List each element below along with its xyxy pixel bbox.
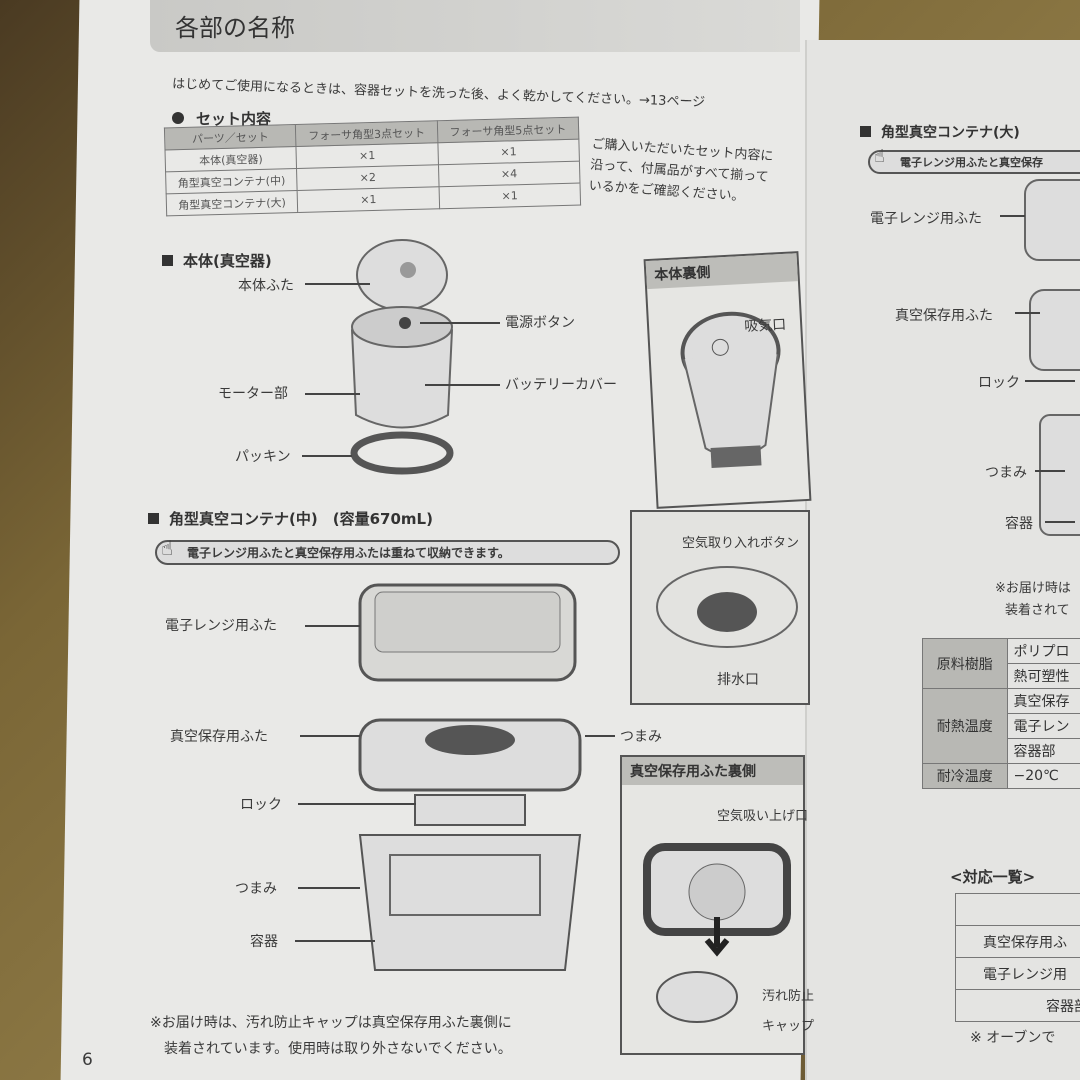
medium-heading-text: 角型真空コンテナ(中) (容量670mL) [169,510,433,528]
spec-label: 原料樹脂 [922,638,1008,689]
body-back-box: 本体裏側 吸気口 [643,251,812,509]
vacuum-device-illustration [350,239,454,475]
label-large-vacuum-lid: 真空保存用ふた [895,308,993,324]
large-container-illustration [1024,179,1080,536]
spec-value: ポリプロ [1006,638,1080,664]
table-row: 耐冷温度−20℃ [922,763,1080,789]
spec-value: 熱可塑性 [1006,663,1080,689]
label-microwave-lid: 電子レンジ用ふた [165,618,277,634]
section-header: 各部の名称 [150,0,800,52]
compat-heading: <対応一覧> [950,868,1036,886]
medium-hint-text: 電子レンジ用ふたと真空保存用ふたは重ねて収納できます。 [187,546,510,560]
label-cap-1: 汚れ防止 [762,989,815,1004]
large-heading-text: 角型真空コンテナ(大) [881,125,1020,141]
label-knob-container: つまみ [235,881,277,897]
table-cell: 真空保存用ふ [955,925,1080,958]
body-back-title: 本体裏側 [645,253,798,290]
table-cell: 電子レンジ用 [955,957,1080,990]
label-air-button: 空気取り入れボタン [682,536,800,551]
table-cell: ×1 [297,186,440,213]
label-container: 容器 [250,934,278,950]
table-cell: ×1 [438,183,581,209]
table-row: 真空保存用ふ [955,925,1080,958]
table-cell: 角型真空コンテナ(大) [166,190,299,216]
table-cell: 容器部 [955,989,1080,1022]
spec-value: 容器部 [1006,738,1080,764]
label-suction: 空気吸い上げ口 [717,809,809,824]
table-cell [955,893,1080,926]
lid-underside-illustration [643,843,791,1023]
large-hint-text: 電子レンジ用ふたと真空保存 [900,156,1043,169]
table-row [955,893,1080,926]
body-heading: 本体(真空器) [162,250,272,271]
label-cap-2: キャップ [762,1019,815,1034]
label-vacuum-lid: 真空保存用ふた [170,729,268,745]
air-button-illustration [656,566,798,648]
air-button-box: 空気取り入れボタン 排水口 [630,510,810,705]
table-row: 熱可塑性 [923,663,1080,689]
set-contents-table: パーツ／セットフォーサ角型3点セットフォーサ角型5点セット 本体(真空器)×1×… [164,117,581,217]
label-large-microwave-lid: 電子レンジ用ふた [870,211,982,227]
footnote-line: 装着されて [1005,603,1070,618]
spec-table: 原料樹脂ポリプロ 熱可塑性 耐熱温度真空保存 電子レン 容器部 耐冷温度−20℃ [922,638,1080,789]
lid-underside-title: 真空保存用ふた裏側 [622,757,803,785]
table-row: 容器部 [955,989,1080,1022]
label-intake: 吸気口 [743,316,787,336]
page-title: 各部の名称 [175,14,295,42]
label-body-lid: 本体ふた [238,278,294,294]
set-contents-heading: セット内容 [172,108,271,129]
medium-footnote: ※お届け時は、汚れ防止キャップは真空保存用ふた裏側に 装着されています。使用時は… [150,1010,512,1062]
spec-label: 耐冷温度 [922,763,1008,789]
label-drain: 排水口 [717,672,759,688]
label-large-container: 容器 [1005,516,1033,532]
large-hint: ☝ 電子レンジ用ふたと真空保存 [868,146,1080,174]
table-row: 電子レンジ用 [955,957,1080,990]
footnote-line: 装着されています。使用時は取り外さないでください。 [164,1041,512,1057]
medium-hint: ☝ 電子レンジ用ふたと真空保存用ふたは重ねて収納できます。 [155,536,620,565]
label-power-button: 電源ボタン [505,315,575,331]
large-footnote: ※お届け時は 装着されて [995,578,1071,622]
spec-label: 耐熱温度 [922,688,1008,764]
medium-heading: 角型真空コンテナ(中) (容量670mL) [148,508,433,529]
label-motor: モーター部 [218,386,288,402]
label-large-knob: つまみ [985,465,1027,481]
large-heading: 角型真空コンテナ(大) [860,122,1020,142]
label-knob-lid: つまみ [620,729,662,745]
body-back-illustration [680,311,781,468]
set-contents-title: セット内容 [196,110,272,128]
page-number: 6 [82,1050,93,1070]
footnote-line: ※お届け時は [995,581,1071,596]
label-lock: ロック [240,797,282,813]
table-row: 原料樹脂ポリプロ [922,638,1080,689]
table-row: 電子レン [923,713,1080,739]
label-packing: パッキン [235,449,291,465]
pointing-hand-icon: ☝ [161,536,174,560]
medium-container-illustration [358,583,582,971]
label-battery-cover: バッテリーカバー [505,377,617,393]
pointing-hand-icon: ☝ [874,146,885,167]
set-contents-note: ご購入いただいたセット内容に 沿って、付属品がすべて揃って いるかをご確認くださ… [588,134,774,210]
spec-value: 電子レン [1006,713,1080,739]
lid-underside-box: 真空保存用ふた裏側 空気吸い上げ口 汚れ防止 キャップ [620,755,814,1055]
compat-note: ※ オーブンで [970,1030,1056,1046]
body-heading-text: 本体(真空器) [183,252,272,270]
spec-value: 真空保存 [1006,688,1080,714]
table-row: 耐熱温度真空保存 [922,688,1080,764]
compat-table: 真空保存用ふ 電子レンジ用 容器部 [955,893,1080,1022]
footnote-line: ※お届け時は、汚れ防止キャップは真空保存用ふた裏側に [150,1015,512,1031]
spec-value: −20℃ [1006,763,1080,789]
label-large-lock: ロック [978,375,1020,391]
